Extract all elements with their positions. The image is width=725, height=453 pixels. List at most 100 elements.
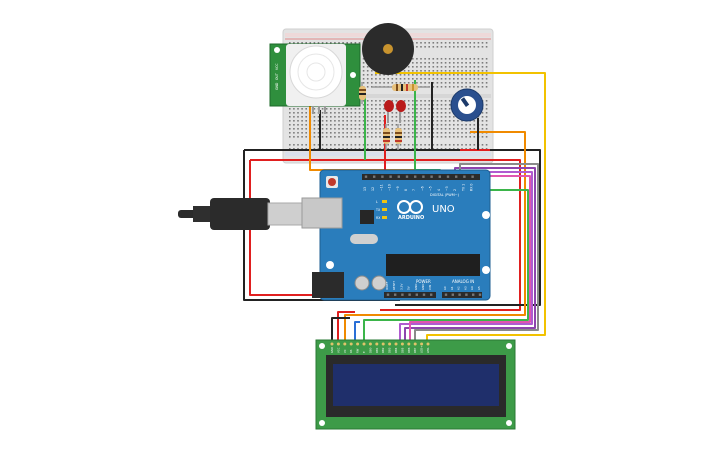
digital-pin-label: 13 — [363, 187, 367, 191]
digital-pin[interactable] — [471, 175, 474, 178]
lcd-pin-label: E — [362, 351, 366, 353]
potentiometer[interactable] — [450, 88, 484, 122]
lcd-pin-label: RS — [349, 349, 353, 353]
digital-pin[interactable] — [463, 175, 466, 178]
power-pin-label: VIN — [428, 285, 432, 290]
digital-pin[interactable] — [446, 175, 450, 178]
lcd-pin[interactable] — [336, 342, 340, 346]
power-label: POWER — [416, 279, 431, 284]
power-pin[interactable] — [408, 293, 411, 296]
digital-pin-label: RX 0 — [470, 184, 474, 191]
buzzer[interactable] — [362, 23, 414, 75]
lcd-screen — [333, 364, 499, 406]
power-pin[interactable] — [386, 293, 390, 296]
lcd-pin-label: DB5 — [400, 347, 404, 353]
lcd-pin-label: DB1 — [375, 347, 379, 353]
arduino-logo: ARDUINO UNO — [397, 200, 455, 221]
power-pin[interactable] — [415, 293, 418, 296]
power-pin[interactable] — [430, 293, 433, 296]
indicator-led — [382, 216, 387, 219]
wire-yellow — [375, 72, 546, 344]
lcd-pin-label: DB6 — [407, 347, 411, 353]
indicator-led — [382, 200, 387, 203]
lcd-pin[interactable] — [394, 342, 398, 346]
wire-red-lcd — [337, 311, 355, 344]
digital-header — [362, 174, 480, 180]
resistor-led-1[interactable] — [383, 124, 390, 150]
lcd-pin[interactable] — [426, 342, 430, 346]
lcd-pin[interactable] — [362, 342, 366, 346]
pir-pin-out: OUT — [275, 73, 279, 80]
digital-pin[interactable] — [364, 175, 368, 178]
digital-pin[interactable] — [397, 175, 400, 178]
digital-pin[interactable] — [430, 175, 433, 178]
lcd-pin[interactable] — [375, 342, 379, 346]
digital-pin-label: ~6 — [420, 186, 424, 191]
lcd-pin-label: DB3 — [388, 347, 392, 353]
resistor-pir[interactable] — [359, 82, 366, 104]
analog-pin[interactable] — [465, 293, 468, 296]
lcd-pin[interactable] — [330, 342, 334, 346]
indicator-label: TX — [375, 208, 381, 212]
power-pin[interactable] — [422, 293, 426, 296]
power-pin[interactable] — [401, 293, 404, 296]
lcd-pin[interactable] — [407, 342, 411, 346]
power-pin-label: 5V — [407, 286, 411, 290]
power-pin[interactable] — [394, 293, 397, 296]
lcd-pin-label: GND — [330, 347, 334, 353]
resistor-led-2[interactable] — [395, 124, 402, 150]
digital-pin-label: ~11 — [379, 184, 383, 191]
pir-sensor[interactable]: VCC OUT GND — [269, 43, 361, 114]
digital-pin[interactable] — [381, 175, 384, 178]
wire-blue-lcd — [354, 321, 360, 344]
resistor-buzzer[interactable] — [372, 84, 430, 91]
lcd-pin[interactable] — [343, 342, 347, 346]
analog-pin-label: A2 — [457, 286, 461, 290]
atmega-chip — [386, 254, 480, 276]
led-red-1[interactable] — [384, 100, 394, 123]
analog-pin[interactable] — [478, 293, 482, 296]
analog-pin[interactable] — [472, 293, 475, 296]
lcd-pin-label: LED+ — [420, 346, 424, 353]
analog-pin-label: A4 — [470, 286, 474, 290]
digital-pin[interactable] — [455, 175, 458, 178]
lcd-pin[interactable] — [400, 342, 404, 346]
digital-pin-label: ~10 — [388, 184, 392, 191]
brand-text: ARDUINO — [398, 215, 424, 221]
lcd-pin[interactable] — [420, 342, 424, 346]
lcd-pin[interactable] — [388, 342, 392, 346]
digital-pin-label: 8 — [404, 189, 408, 191]
lcd-pin[interactable] — [356, 342, 360, 346]
analog-label: ANALOG IN — [452, 279, 474, 284]
analog-pin-label: A5 — [477, 286, 481, 290]
model-text: UNO — [432, 204, 455, 215]
digital-pin[interactable] — [414, 175, 417, 178]
pir-pin-vcc: VCC — [275, 63, 279, 70]
reset-button-cap[interactable] — [328, 178, 336, 186]
digital-pin[interactable] — [422, 175, 425, 178]
wire-gray — [414, 163, 539, 344]
lcd-pin-label: DB7 — [413, 347, 417, 353]
indicator-led — [382, 208, 387, 211]
digital-pin[interactable] — [373, 175, 376, 178]
lcd-pin[interactable] — [413, 342, 417, 346]
power-pin-label: RESET — [392, 281, 396, 290]
digital-pin[interactable] — [405, 175, 409, 178]
digital-pin[interactable] — [438, 175, 441, 178]
led-red-2[interactable] — [396, 100, 406, 123]
mount-hole — [482, 266, 490, 274]
crystal — [350, 234, 378, 244]
analog-pin[interactable] — [458, 293, 461, 296]
analog-pin[interactable] — [444, 293, 448, 296]
lcd-pin[interactable] — [368, 342, 372, 346]
lcd-pin[interactable] — [349, 342, 353, 346]
lcd-pin[interactable] — [381, 342, 385, 346]
indicator-label: RX — [376, 216, 381, 220]
digital-pin[interactable] — [389, 175, 392, 178]
analog-pin[interactable] — [451, 293, 454, 296]
